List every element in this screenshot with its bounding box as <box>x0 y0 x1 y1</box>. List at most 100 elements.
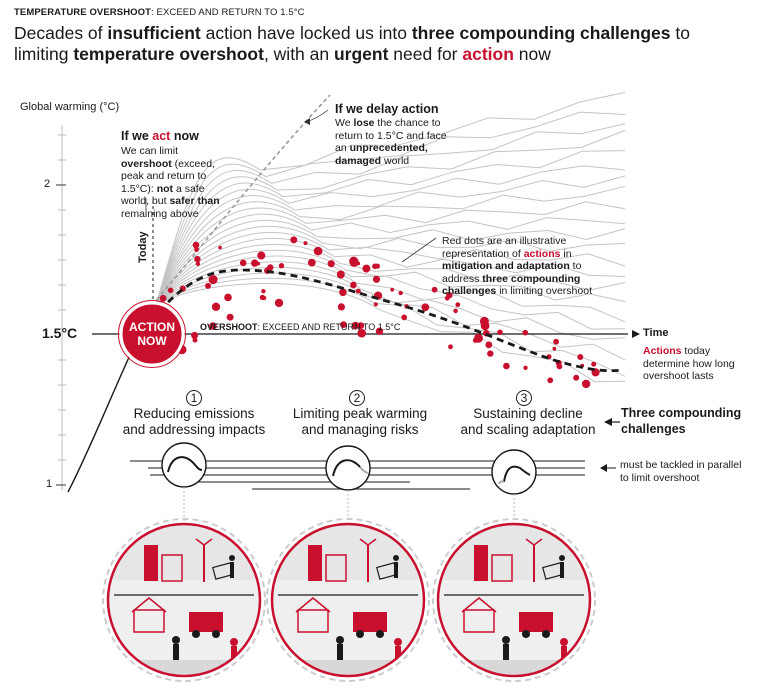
action-dot <box>474 333 483 343</box>
action-dot <box>327 260 335 268</box>
headline: Decades of insufficient action have lock… <box>14 23 690 64</box>
action-dot <box>191 331 199 339</box>
delay-curve <box>151 94 331 306</box>
action-dot <box>336 270 345 279</box>
action-dot <box>256 261 261 266</box>
action-dot <box>340 321 347 328</box>
action-dot <box>350 281 357 289</box>
illustration-3 <box>438 524 590 676</box>
action-dot <box>290 236 298 244</box>
actions-today-note: Actions today determine how long oversho… <box>643 345 735 382</box>
scenario-line <box>151 175 626 316</box>
note-pointer <box>401 237 437 263</box>
action-dot <box>278 263 285 269</box>
action-dot <box>373 302 378 307</box>
action-dot <box>209 322 217 330</box>
action-dot <box>205 282 211 289</box>
challenge-2-number: 2 <box>353 391 361 405</box>
delay-title: If we delay action <box>335 102 439 116</box>
action-dots <box>159 236 600 389</box>
track-circle-1 <box>161 442 207 488</box>
delay-body: We lose the chance to return to 1.5°C an… <box>335 117 447 167</box>
action-dot <box>357 328 367 338</box>
action-dot <box>556 363 563 370</box>
scenario-line <box>151 91 626 319</box>
action-dot <box>398 290 403 296</box>
kicker: TEMPERATURE OVERSHOOT: EXCEED AND RETURN… <box>14 7 305 18</box>
action-dot <box>552 346 557 351</box>
challenge-3-num-ring <box>516 390 532 406</box>
action-dot <box>349 256 359 266</box>
action-dot <box>553 338 559 345</box>
scenario-line <box>151 283 626 383</box>
action-dot <box>372 275 381 283</box>
action-dot <box>274 298 284 308</box>
action-dot <box>573 374 580 381</box>
action-now-badge[interactable] <box>119 301 185 367</box>
act-now-body: We can limit overshoot (exceed, peak and… <box>121 145 220 220</box>
track-circle-3 <box>491 449 537 495</box>
action-dot <box>390 287 395 292</box>
action-dot <box>218 245 222 250</box>
tick-label-1: 1 <box>46 478 53 490</box>
action-dot <box>194 255 201 263</box>
act-now-title: If we act now <box>121 129 199 143</box>
time-arrow <box>632 330 640 338</box>
action-dot <box>431 286 438 293</box>
action-dot <box>208 275 218 285</box>
scenario-line <box>151 185 626 315</box>
action-dot <box>226 313 234 321</box>
action-dot <box>355 288 361 294</box>
scenario-line <box>151 237 626 313</box>
action-dot <box>224 293 232 302</box>
scenario-line <box>151 111 626 318</box>
action-dot <box>351 321 360 330</box>
action-dot <box>251 259 259 267</box>
action-dot <box>192 241 200 249</box>
today-label: Today <box>137 231 149 263</box>
action-dot <box>192 337 198 343</box>
action-dot <box>453 308 458 314</box>
scenario-line <box>151 243 626 312</box>
action-dot <box>339 288 347 297</box>
action-dot <box>485 341 493 349</box>
scenario-line <box>151 201 626 315</box>
action-dot <box>261 289 266 294</box>
challenge-1-num-ring <box>186 390 202 406</box>
scenario-line <box>151 123 626 318</box>
scenario-line <box>151 129 626 317</box>
action-dot <box>455 302 461 308</box>
illustration-ring-2 <box>270 522 426 678</box>
scenario-line <box>151 255 626 323</box>
action-dot <box>581 379 591 389</box>
action-dot <box>362 264 371 273</box>
action-dot <box>337 303 345 311</box>
action-dot <box>239 259 247 267</box>
action-dot <box>487 350 494 357</box>
arrow-left-2 <box>600 464 607 472</box>
action-dot <box>503 362 510 370</box>
action-dot <box>480 321 490 331</box>
challenge-3-number: 3 <box>520 391 528 405</box>
action-dot <box>421 303 430 312</box>
overshoot-label: OVERSHOOT: EXCEED AND RETURN TO 1.5°C <box>200 322 401 332</box>
action-dot <box>522 329 529 336</box>
action-dot <box>194 247 199 252</box>
action-dot <box>303 241 308 246</box>
action-dot <box>259 294 266 301</box>
action-dot <box>444 295 450 301</box>
action-dot <box>497 329 503 336</box>
action-dot <box>357 322 365 329</box>
action-now-text[interactable]: ACTION NOW <box>129 320 175 348</box>
illustration-ring-3 <box>436 522 592 678</box>
action-dot <box>313 246 323 256</box>
scenario-line <box>151 150 626 317</box>
action-dot <box>307 258 316 267</box>
y-axis <box>58 125 66 490</box>
action-dot <box>401 314 408 321</box>
time-label: Time <box>643 327 669 339</box>
